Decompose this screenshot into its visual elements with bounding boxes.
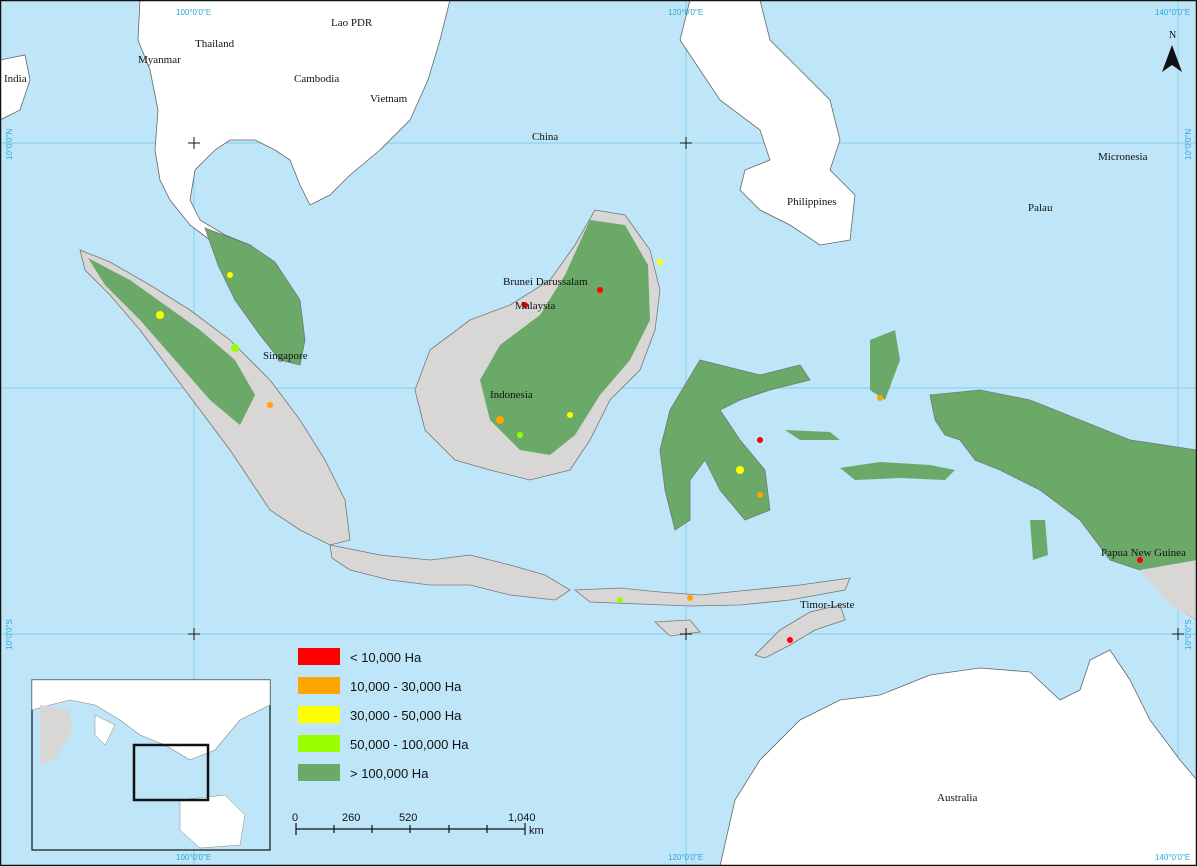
scale-tick-0: 0 <box>292 812 298 824</box>
forest-borneo <box>480 220 650 455</box>
label-palau: Palau <box>1028 202 1053 214</box>
label-myanmar: Myanmar <box>138 54 181 66</box>
label-vietnam: Vietnam <box>370 93 408 105</box>
country-labels: Lao PDR Thailand Myanmar India Cambodia … <box>4 17 1186 804</box>
coord-bottom-120e: 120°0'0"E <box>668 853 703 862</box>
inset-australia <box>179 794 246 849</box>
label-png: Papua New Guinea <box>1101 547 1186 559</box>
land-parcel-markers <box>156 259 1143 643</box>
land-sulawesi <box>659 359 811 531</box>
forest-sumatra <box>88 258 255 425</box>
land-australia <box>719 649 1197 866</box>
land-java <box>329 544 571 601</box>
scale-tick-1: 260 <box>342 812 360 824</box>
label-lao: Lao PDR <box>331 17 373 29</box>
inset-map <box>31 679 271 851</box>
coord-bottom-100e: 100°0'0"E <box>176 853 211 862</box>
legend-swatch-2 <box>298 706 340 723</box>
label-timor: Timor-Leste <box>800 599 854 611</box>
inset-asia <box>31 679 271 761</box>
scale-tick-3: 1,040 <box>508 812 536 824</box>
label-singapore: Singapore <box>263 350 308 362</box>
coord-right-10n: 10°0'0"N <box>1184 129 1193 160</box>
north-arrow-label: N <box>1169 30 1176 41</box>
legend-label-0: < 10,000 Ha <box>350 650 422 665</box>
label-malaysia: Malaysia <box>515 300 555 312</box>
inset-africa <box>40 705 72 765</box>
coord-bottom-140e: 140°0'0"E <box>1155 853 1190 862</box>
label-philippines: Philippines <box>787 196 837 208</box>
legend: < 10,000 Ha 10,000 - 30,000 Ha 30,000 - … <box>298 648 469 781</box>
label-indonesia: Indonesia <box>490 389 533 401</box>
label-china: China <box>532 131 558 143</box>
coordinate-labels: 100°0'0"E 120°0'0"E 140°0'0"E 100°0'0"E … <box>5 8 1193 862</box>
land-india <box>0 54 31 121</box>
scale-unit: km <box>529 825 544 837</box>
legend-swatch-3 <box>298 735 340 752</box>
land-seram <box>840 462 955 480</box>
coord-right-10s: 10°0'0"S <box>1184 619 1193 650</box>
legend-label-1: 10,000 - 30,000 Ha <box>350 679 462 694</box>
coord-left-10s: 10°0'0"S <box>5 619 14 650</box>
land-aru <box>1030 520 1048 560</box>
north-arrow: N <box>1162 30 1182 72</box>
inset-india <box>94 714 116 746</box>
coord-top-140e: 140°0'0"E <box>1155 8 1190 17</box>
land-timor <box>754 604 846 659</box>
coord-left-10n: 10°0'0"N <box>5 129 14 160</box>
land-malay-peninsula <box>204 227 306 366</box>
label-thailand: Thailand <box>195 38 235 50</box>
land-sumba <box>654 619 701 637</box>
label-brunei: Brunei Darussalam <box>503 276 588 288</box>
land-buru <box>785 430 840 440</box>
land-halmahera <box>870 330 900 400</box>
legend-label-4: > 100,000 Ha <box>350 766 429 781</box>
land-philippines <box>679 0 856 246</box>
scale-bar: 0 260 520 1,040 km <box>292 812 544 837</box>
legend-swatch-1 <box>298 677 340 694</box>
north-arrow-icon <box>1162 45 1182 72</box>
legend-label-3: 50,000 - 100,000 Ha <box>350 737 469 752</box>
land-lesser-sunda <box>573 577 851 607</box>
inset-extent-box <box>132 743 210 802</box>
label-cambodia: Cambodia <box>294 73 339 85</box>
label-australia: Australia <box>937 792 977 804</box>
label-micronesia: Micronesia <box>1098 151 1148 163</box>
legend-label-2: 30,000 - 50,000 Ha <box>350 708 462 723</box>
coord-top-100e: 100°0'0"E <box>176 8 211 17</box>
scale-tick-2: 520 <box>399 812 417 824</box>
coord-top-120e: 120°0'0"E <box>668 8 703 17</box>
graticule-crosses <box>188 137 1184 640</box>
legend-swatch-0 <box>298 648 340 665</box>
land-png-south <box>1140 560 1197 620</box>
legend-swatch-4 <box>298 764 340 781</box>
label-india: India <box>4 73 27 85</box>
land-mainland-se-asia <box>137 0 451 251</box>
